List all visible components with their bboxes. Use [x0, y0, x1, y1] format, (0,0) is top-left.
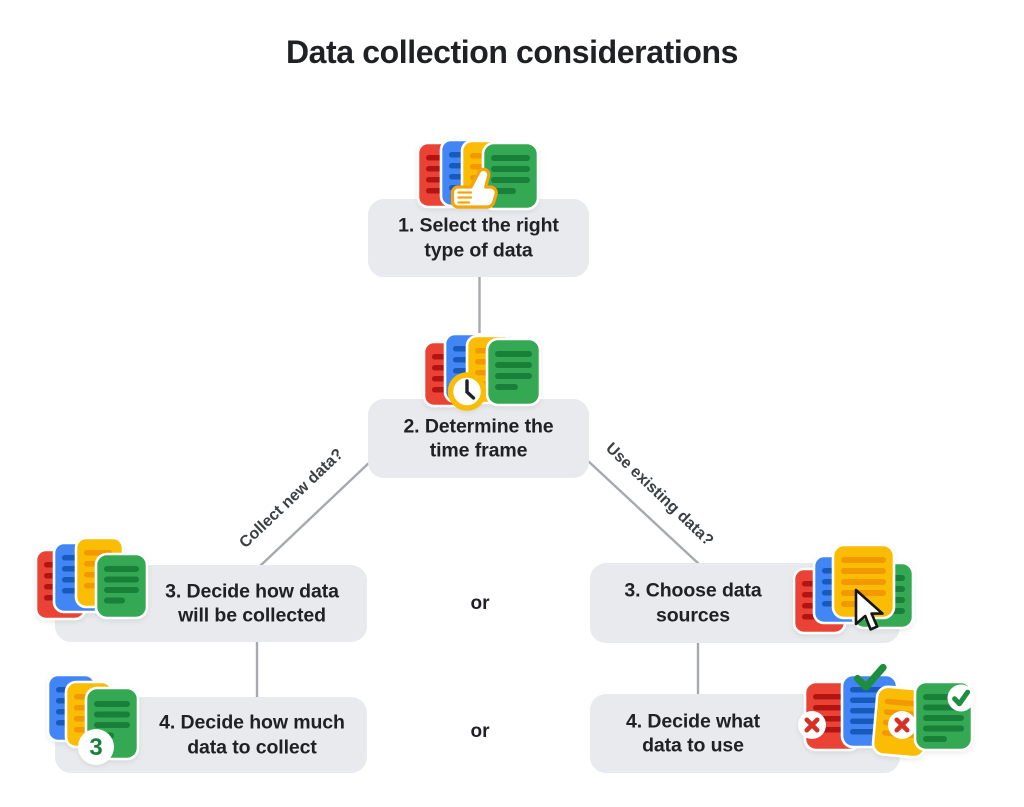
step3-right-label: 3. Choose data sources [624, 579, 762, 626]
reject-x-badge [888, 711, 916, 739]
step2-label: 2. Determine the time frame [403, 414, 554, 462]
approve-check-badge [947, 684, 975, 712]
thumbs-up-glyph [450, 167, 498, 209]
cursor-arrow-glyph [854, 588, 884, 631]
step1-box: 1. Select the right type of data [368, 199, 589, 277]
documents-cursor-icon [793, 544, 915, 635]
step2-box: 2. Determine the time frame [368, 399, 589, 478]
page-title: Data collection considerations [285, 34, 739, 70]
reject-x-badge [798, 711, 826, 739]
documents-clock-icon [423, 333, 541, 411]
documents-approve-reject-icon [798, 663, 975, 759]
approve-check-icon [853, 663, 887, 691]
step4-left-label: 4. Decide how much data to collect [159, 711, 345, 758]
step3-left-label: 3. Decide how data will be collected [165, 579, 339, 627]
documents-thumbs-up-icon [417, 139, 539, 211]
documents-stack-icon [35, 537, 149, 621]
count-badge: 3 [78, 729, 114, 765]
count-badge-number: 3 [89, 734, 102, 761]
branch-label-collect-new-data: Collect new data? [236, 445, 347, 552]
step4-right-label: 4. Decide what data to use [625, 709, 761, 757]
or-label-bottom: or [470, 721, 490, 742]
clock-glyph [447, 372, 487, 411]
documents-count-badge-icon: 3 [47, 674, 140, 765]
branch-label-use-existing-data: Use existing data? [602, 439, 717, 550]
or-label-top: or [470, 593, 490, 614]
step1-label: 1. Select the right type of data [398, 214, 559, 261]
